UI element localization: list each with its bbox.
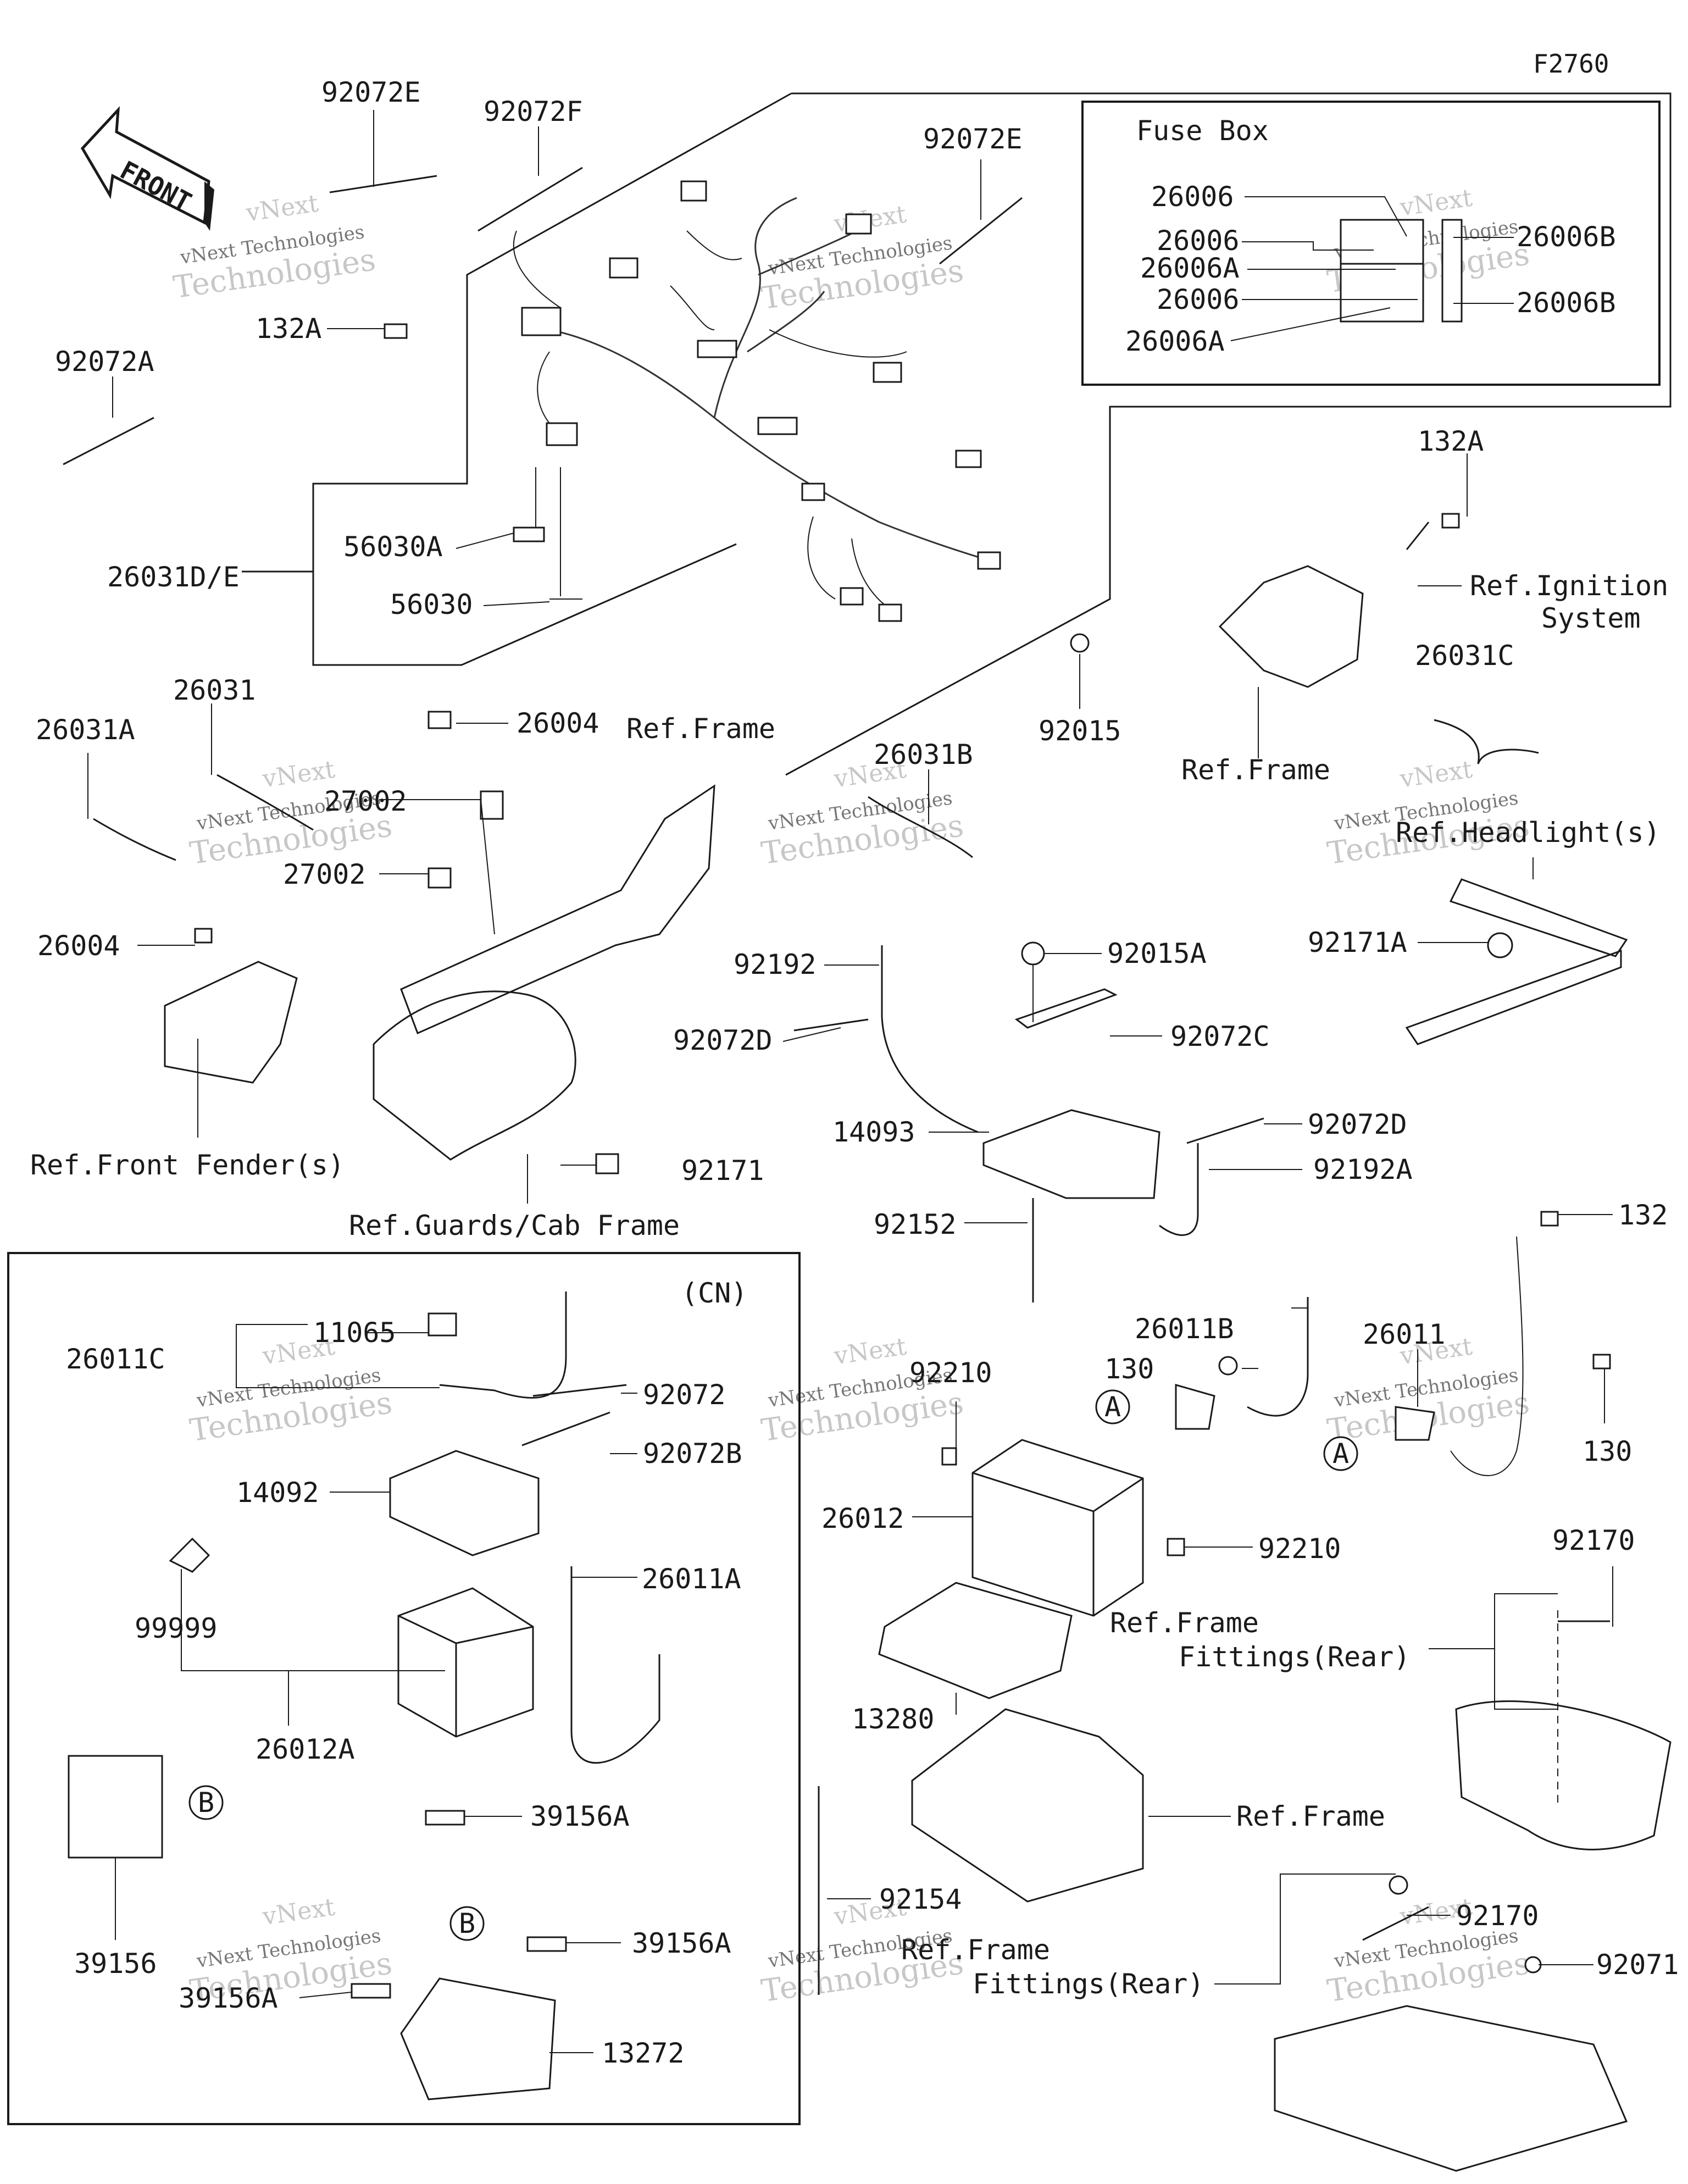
fuse-label-26006: 26006 — [1157, 284, 1240, 315]
part-label[interactable]: 92171 — [681, 1155, 764, 1187]
part-label[interactable]: 27002 — [324, 785, 407, 817]
part-label[interactable]: 39156 — [74, 1948, 157, 1980]
part-label[interactable]: 92210 — [1258, 1533, 1341, 1565]
part-label[interactable]: 11065 — [313, 1317, 396, 1349]
part-label[interactable]: 92192 — [734, 949, 817, 980]
part-label[interactable]: 92072E — [321, 76, 421, 108]
part-label[interactable]: 99999 — [135, 1612, 218, 1644]
callout-letter: A — [1332, 1438, 1349, 1470]
cn-box-title: (CN) — [681, 1277, 747, 1309]
part-label[interactable]: 92072D — [673, 1024, 773, 1056]
part-label[interactable]: 39156A — [632, 1927, 731, 1959]
part-graphics — [63, 167, 1672, 2172]
fuse-label-26006a: 26006A — [1125, 325, 1225, 357]
ref-label[interactable]: Fittings(Rear) — [1179, 1641, 1410, 1673]
part-label[interactable]: 26011A — [642, 1563, 741, 1595]
part-label[interactable]: 39156A — [179, 1982, 278, 2014]
part-label[interactable]: 26011B — [1135, 1313, 1234, 1345]
part-label[interactable]: 26004 — [37, 930, 120, 962]
fuse-label-26006: 26006 — [1151, 181, 1234, 213]
part-label[interactable]: 92072B — [643, 1438, 742, 1470]
fuse-box-title: Fuse Box — [1136, 115, 1269, 147]
part-label[interactable]: 92015 — [1039, 715, 1121, 747]
watermark-text: vNext — [244, 189, 320, 227]
ref-label[interactable]: Ref.Headlight(s) — [1396, 817, 1661, 849]
part-label[interactable]: 26012A — [256, 1733, 355, 1765]
callout-a-right: A — [1323, 1436, 1358, 1471]
figure-id: F2760 — [1533, 49, 1609, 79]
watermark-text: vNext — [1398, 755, 1474, 793]
ref-label[interactable]: System — [1541, 602, 1641, 634]
watermark-text: vNext — [1398, 184, 1474, 221]
part-label[interactable]: 92072F — [484, 96, 583, 128]
part-label[interactable]: 92192A — [1313, 1154, 1413, 1185]
part-label[interactable]: 26031A — [36, 714, 135, 746]
part-label[interactable]: 130 — [1104, 1353, 1154, 1385]
ref-label[interactable]: Ref.Frame — [1236, 1800, 1385, 1832]
fuse-label-26006a: 26006A — [1140, 252, 1240, 284]
watermark-text: vNext — [832, 1332, 908, 1370]
part-label[interactable]: 26011C — [66, 1343, 165, 1375]
part-label[interactable]: 92072E — [923, 123, 1023, 155]
ref-label[interactable]: Ref.Frame — [1181, 754, 1330, 786]
watermark-group: vNext vNext Technologies Technologies vN… — [171, 184, 1531, 2009]
ref-label[interactable]: Ref.Frame — [626, 713, 775, 745]
part-label[interactable]: 26031B — [874, 739, 973, 771]
ref-label[interactable]: Ref.Ignition — [1470, 570, 1668, 602]
part-label[interactable]: 26004 — [517, 707, 599, 739]
fuse-label-26006b: 26006B — [1517, 221, 1616, 253]
part-label[interactable]: 92072A — [55, 346, 154, 378]
callout-letter: A — [1104, 1391, 1121, 1423]
part-labels: 92072E 92072F 92072E 132A 92072A 56030A … — [30, 76, 1679, 2069]
callout-a-top: A — [1095, 1389, 1130, 1424]
part-label[interactable]: 26031C — [1415, 640, 1514, 672]
callout-letter: B — [198, 1787, 214, 1819]
fuse-label-26006b: 26006B — [1517, 287, 1616, 319]
part-label[interactable]: 56030A — [343, 531, 443, 563]
part-label[interactable]: 27002 — [283, 858, 366, 890]
part-label[interactable]: 92072 — [643, 1379, 726, 1411]
part-label[interactable]: 92170 — [1552, 1525, 1635, 1556]
fuse-label-26006: 26006 — [1157, 225, 1240, 257]
front-arrow-icon: FRONT — [80, 106, 214, 231]
part-label[interactable]: 92071 — [1596, 1949, 1679, 1981]
ref-label[interactable]: Ref.Frame — [1110, 1607, 1259, 1639]
part-label[interactable]: 92072D — [1308, 1108, 1407, 1140]
leader-lines — [87, 110, 1613, 2053]
part-label[interactable]: 92154 — [879, 1883, 962, 1915]
callout-b-mid: B — [449, 1906, 485, 1941]
part-label[interactable]: 132 — [1618, 1199, 1668, 1231]
part-label[interactable]: 26031D/E — [107, 561, 240, 593]
part-label[interactable]: 92170 — [1456, 1900, 1539, 1932]
part-label[interactable]: 92171A — [1308, 927, 1407, 958]
part-label[interactable]: 26012 — [821, 1503, 904, 1534]
main-harness-assembly — [242, 92, 1672, 776]
fuse-box-panel: Fuse Box 26006 26006 26006A 26006 26006A… — [1081, 101, 1661, 386]
ref-label[interactable]: Ref.Guards/Cab Frame — [349, 1210, 680, 1241]
ref-label[interactable]: Fittings(Rear) — [973, 1968, 1204, 2000]
part-label[interactable]: 14092 — [236, 1477, 319, 1509]
part-label[interactable]: 130 — [1582, 1435, 1632, 1467]
callout-b-left: B — [188, 1785, 224, 1820]
part-label[interactable]: 92210 — [909, 1357, 992, 1389]
part-label[interactable]: 56030 — [390, 589, 473, 620]
part-label[interactable]: 132A — [256, 313, 321, 345]
part-label[interactable]: 92072C — [1170, 1021, 1270, 1052]
part-label[interactable]: 92152 — [874, 1209, 957, 1240]
part-label[interactable]: 14093 — [832, 1116, 915, 1148]
part-label[interactable]: 13280 — [852, 1703, 935, 1735]
part-label[interactable]: 26011 — [1363, 1318, 1446, 1350]
part-label[interactable]: 39156A — [530, 1800, 630, 1832]
watermark-text: vNext — [260, 1893, 337, 1931]
callout-letter: B — [459, 1908, 475, 1939]
part-label[interactable]: 92015A — [1107, 938, 1207, 969]
part-label[interactable]: 26031 — [173, 674, 256, 706]
part-label[interactable]: 13272 — [602, 2037, 685, 2069]
ref-label[interactable]: Ref.Front Fender(s) — [30, 1149, 345, 1181]
cn-variant-box — [7, 1252, 801, 2125]
part-label[interactable]: 132A — [1418, 425, 1484, 457]
ref-label[interactable]: Ref.Frame — [901, 1934, 1050, 1966]
